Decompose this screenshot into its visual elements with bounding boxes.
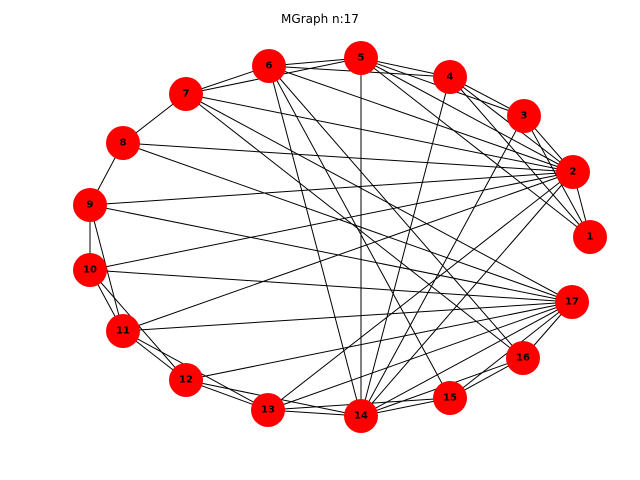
node-16: 16 [506, 341, 540, 375]
node-label-13: 13 [261, 405, 275, 416]
node-label-5: 5 [358, 53, 365, 64]
node-circle-12 [169, 363, 203, 397]
node-circle-6 [252, 49, 286, 83]
node-label-7: 7 [183, 89, 190, 100]
node-11: 11 [106, 314, 140, 348]
node-14: 14 [344, 399, 378, 433]
edge-6-16 [268, 65, 524, 359]
node-circle-10 [73, 253, 107, 287]
node-2: 2 [556, 155, 590, 189]
node-circle-4 [433, 60, 467, 94]
node-circle-14 [344, 399, 378, 433]
node-label-11: 11 [116, 326, 130, 337]
edge-11-17 [122, 301, 573, 332]
edge-2-7 [185, 93, 574, 173]
node-label-2: 2 [570, 167, 577, 178]
edge-12-17 [185, 301, 573, 381]
edge-2-11 [122, 171, 574, 332]
node-circle-16 [506, 341, 540, 375]
node-label-15: 15 [443, 393, 457, 404]
edge-8-17 [122, 142, 573, 303]
node-label-6: 6 [266, 61, 273, 72]
node-circle-8 [106, 126, 140, 160]
node-8: 8 [106, 126, 140, 160]
node-label-1: 1 [587, 232, 594, 243]
node-circle-11 [106, 314, 140, 348]
node-17: 17 [555, 285, 589, 319]
graph-title: MGraph n:17 [281, 12, 359, 26]
node-label-9: 9 [87, 200, 94, 211]
node-circle-15 [433, 381, 467, 415]
edge-13-17 [267, 301, 573, 411]
node-circle-2 [556, 155, 590, 189]
node-3: 3 [507, 99, 541, 133]
edge-2-6 [268, 65, 574, 173]
node-circle-17 [555, 285, 589, 319]
node-circle-5 [344, 41, 378, 75]
node-5: 5 [344, 41, 378, 75]
edge-10-17 [89, 269, 573, 303]
edge-9-17 [89, 204, 573, 303]
node-label-8: 8 [120, 138, 127, 149]
node-label-3: 3 [521, 111, 528, 122]
node-12: 12 [169, 363, 203, 397]
edge-6-14 [268, 65, 362, 417]
node-circle-3 [507, 99, 541, 133]
node-13: 13 [251, 393, 285, 427]
node-10: 10 [73, 253, 107, 287]
node-label-17: 17 [565, 297, 579, 308]
node-6: 6 [252, 49, 286, 83]
edge-7-16 [185, 93, 524, 359]
node-4: 4 [433, 60, 467, 94]
edge-7-17 [185, 93, 573, 303]
node-label-14: 14 [354, 411, 368, 422]
node-circle-1 [573, 220, 607, 254]
node-label-4: 4 [447, 72, 454, 83]
edge-6-15 [268, 65, 451, 399]
edge-4-14 [360, 76, 451, 417]
edge-2-13 [267, 171, 574, 411]
edge-2-10 [89, 171, 574, 271]
node-7: 7 [169, 77, 203, 111]
node-label-10: 10 [83, 265, 97, 276]
edge-2-9 [89, 171, 574, 206]
node-15: 15 [433, 381, 467, 415]
node-label-16: 16 [516, 353, 530, 364]
edge-1-5 [360, 57, 591, 238]
node-circle-7 [169, 77, 203, 111]
edge-2-5 [360, 57, 574, 173]
edge-14-17 [360, 301, 573, 417]
node-1: 1 [573, 220, 607, 254]
edge-1-4 [449, 76, 591, 238]
node-label-12: 12 [179, 375, 193, 386]
node-circle-9 [73, 188, 107, 222]
node-9: 9 [73, 188, 107, 222]
node-circle-13 [251, 393, 285, 427]
